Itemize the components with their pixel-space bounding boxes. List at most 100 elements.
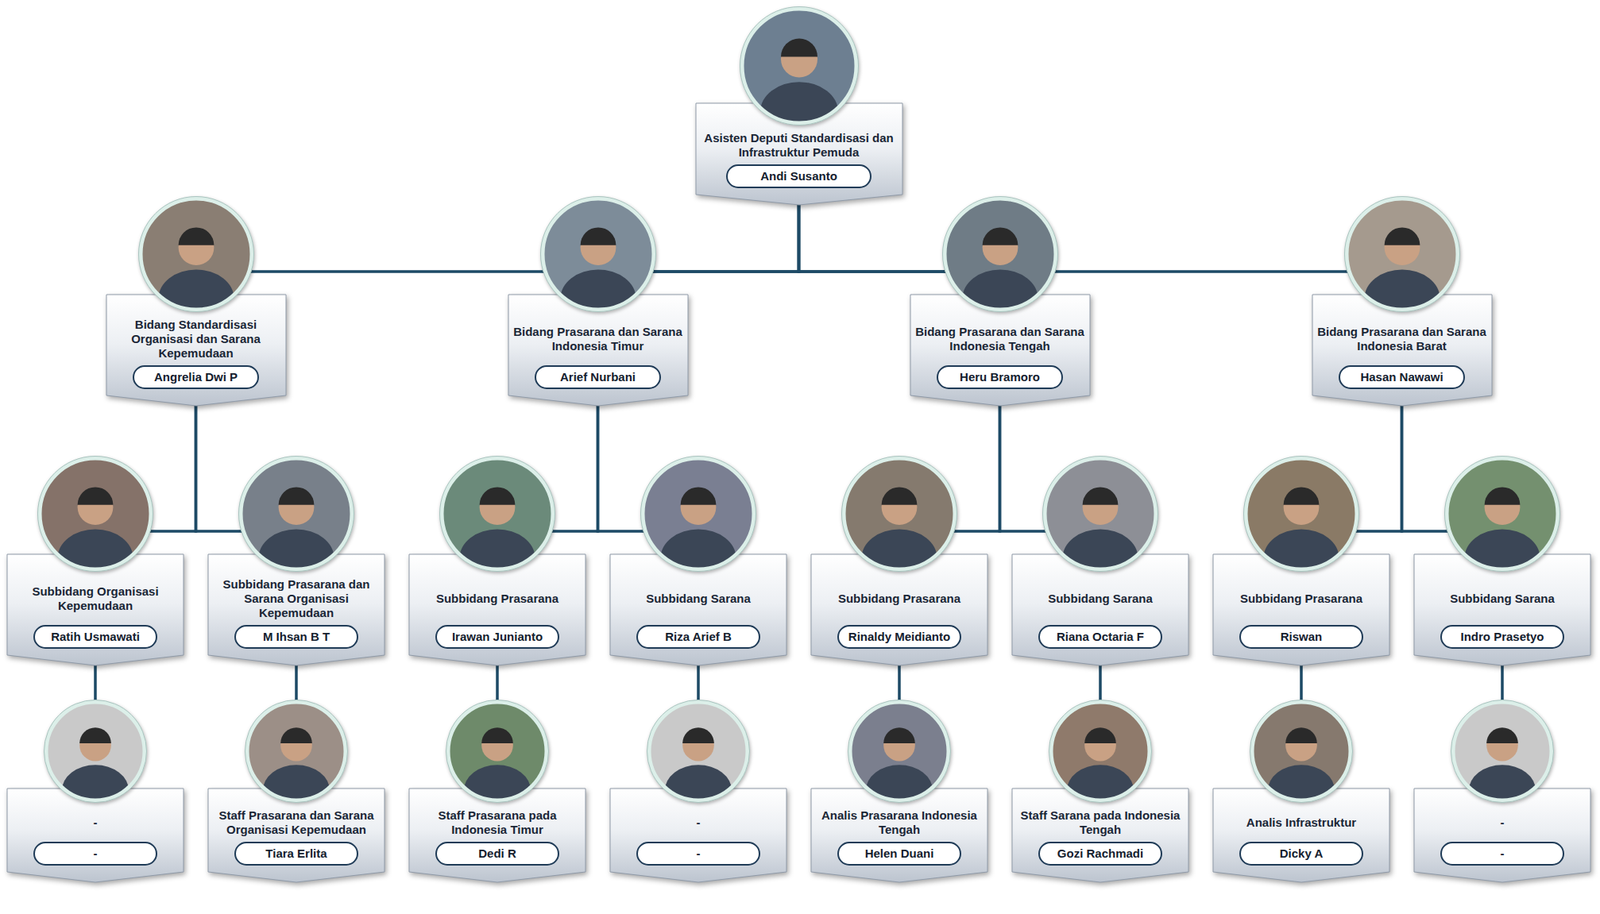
org-box: --: [1413, 788, 1592, 884]
person-hair: [881, 486, 918, 505]
name-label: Hasan Nawawi: [1338, 365, 1465, 390]
box-title: Subbidang Prasarana dan Sarana Organisas…: [212, 577, 380, 621]
name-label: Angrelia Dwi P: [132, 365, 259, 390]
photo-ring-edge: [1451, 700, 1554, 804]
name-label: Tiara Erlita: [234, 842, 358, 866]
portrait-photo: [839, 454, 959, 574]
box-title: -: [1418, 808, 1586, 838]
org-box: Subbidang SaranaIndro Prasetyo: [1413, 553, 1592, 667]
box-content: Bidang Standardisasi Organisasi dan Sara…: [111, 317, 282, 390]
photo-ring-edge: [942, 197, 1058, 313]
name-label: Dedi R: [435, 842, 559, 866]
person-shoulders: [660, 529, 736, 588]
portrait-image: [136, 194, 256, 328]
photo-ring-edge: [647, 700, 750, 804]
org-box: Subbidang PrasaranaIrawan Junianto: [408, 553, 587, 667]
photo-ring: [1245, 458, 1357, 570]
portrait-image: [1040, 454, 1160, 588]
name-label: -: [33, 842, 157, 866]
portrait-image: [236, 454, 356, 588]
name-label: Irawan Junianto: [435, 625, 559, 650]
photo-ring: [1044, 458, 1156, 570]
org-box: --: [6, 788, 185, 884]
org-box: Staff Sarana pada Indonesia TengahGozi R…: [1011, 788, 1190, 884]
box-title: Bidang Prasarana dan Sarana Indonesia Te…: [915, 317, 1086, 361]
person-hair: [177, 227, 214, 245]
box-content: --: [614, 808, 782, 866]
portrait-image: [1241, 454, 1361, 588]
portrait-image: [940, 194, 1060, 328]
photo-ring: [542, 198, 654, 310]
portrait-photo: [846, 698, 953, 805]
org-box: Bidang Prasarana dan Sarana Indonesia Ba…: [1311, 293, 1493, 407]
box-title: Bidang Prasarana dan Sarana Indonesia Ba…: [1317, 317, 1488, 361]
portrait-image: [444, 698, 551, 817]
portrait-photo: [136, 194, 256, 314]
portrait-photo: [1241, 454, 1361, 574]
name-label: Dicky A: [1239, 842, 1363, 866]
portrait-photo: [940, 194, 1060, 314]
photo-ring-edge: [1043, 456, 1159, 572]
name-label: M Ihsan B T: [234, 625, 358, 650]
portrait-photo: [1047, 698, 1154, 805]
person-hair: [682, 727, 715, 744]
portrait-image: [839, 454, 959, 588]
photo-ring: [642, 458, 754, 570]
box-content: Subbidang SaranaRiza Arief B: [614, 577, 782, 650]
person-shoulders: [861, 529, 937, 588]
portrait-image: [738, 4, 861, 142]
org-box: Subbidang PrasaranaRinaldy Meidianto: [810, 553, 989, 667]
portrait-image: [1449, 698, 1556, 817]
photo-ring: [1453, 702, 1552, 801]
portrait-image: [1342, 194, 1462, 328]
portrait-image: [846, 698, 953, 817]
photo-ring-edge: [540, 197, 656, 313]
person-hair: [481, 727, 514, 744]
photo-ring: [649, 702, 748, 801]
box-title: Subbidang Sarana: [614, 577, 782, 621]
portrait-photo: [638, 454, 758, 574]
box-title: Bidang Standardisasi Organisasi dan Sara…: [111, 317, 282, 361]
org-box: --: [609, 788, 788, 884]
box-title: Subbidang Prasarana: [815, 577, 983, 621]
org-box: Staff Prasarana dan Sarana Organisasi Ke…: [207, 788, 386, 884]
photo-ring: [441, 458, 553, 570]
photo-ring-edge: [842, 456, 958, 572]
box-content: Staff Sarana pada Indonesia TengahGozi R…: [1016, 808, 1184, 866]
box-title: Bidang Prasarana dan Sarana Indonesia Ti…: [513, 317, 684, 361]
portrait-image: [645, 698, 752, 817]
person-hair: [1285, 727, 1318, 744]
person-shoulders: [1267, 765, 1335, 816]
name-label: Riswan: [1239, 625, 1363, 650]
box-content: Subbidang SaranaIndro Prasetyo: [1418, 577, 1586, 650]
photo-ring-edge: [44, 700, 147, 804]
box-content: --: [1418, 808, 1586, 866]
photo-ring: [448, 702, 547, 801]
box-title: Subbidang Prasarana: [1217, 577, 1385, 621]
photo-ring-edge: [1344, 197, 1460, 313]
portrait-image: [42, 698, 149, 817]
org-box: Analis Prasarana Indonesia TengahHelen D…: [810, 788, 989, 884]
org-box: Bidang Standardisasi Organisasi dan Sara…: [105, 293, 287, 407]
person-hair: [1082, 486, 1119, 505]
portrait-image: [1442, 454, 1562, 588]
portrait-photo: [738, 4, 861, 128]
portrait-photo: [1442, 454, 1562, 574]
person-shoulders: [1468, 765, 1536, 816]
box-content: Subbidang Organisasi KepemudaanRatih Usm…: [11, 577, 179, 650]
person-hair: [1383, 227, 1420, 245]
name-label: Indro Prasetyo: [1440, 625, 1564, 650]
portrait-photo: [538, 194, 658, 314]
box-content: Analis InfrastrukturDicky A: [1217, 808, 1385, 866]
photo-ring: [39, 458, 151, 570]
portrait-image: [638, 454, 758, 588]
photo-ring: [247, 702, 346, 801]
name-label: Andi Susanto: [726, 164, 873, 189]
person-hair: [278, 486, 315, 505]
person-shoulders: [1364, 270, 1440, 329]
photo-ring: [742, 8, 857, 124]
name-label: Arief Nurbani: [534, 365, 661, 390]
org-box: Subbidang SaranaRiza Arief B: [609, 553, 788, 667]
box-title: Staff Sarana pada Indonesia Tengah: [1016, 808, 1184, 838]
